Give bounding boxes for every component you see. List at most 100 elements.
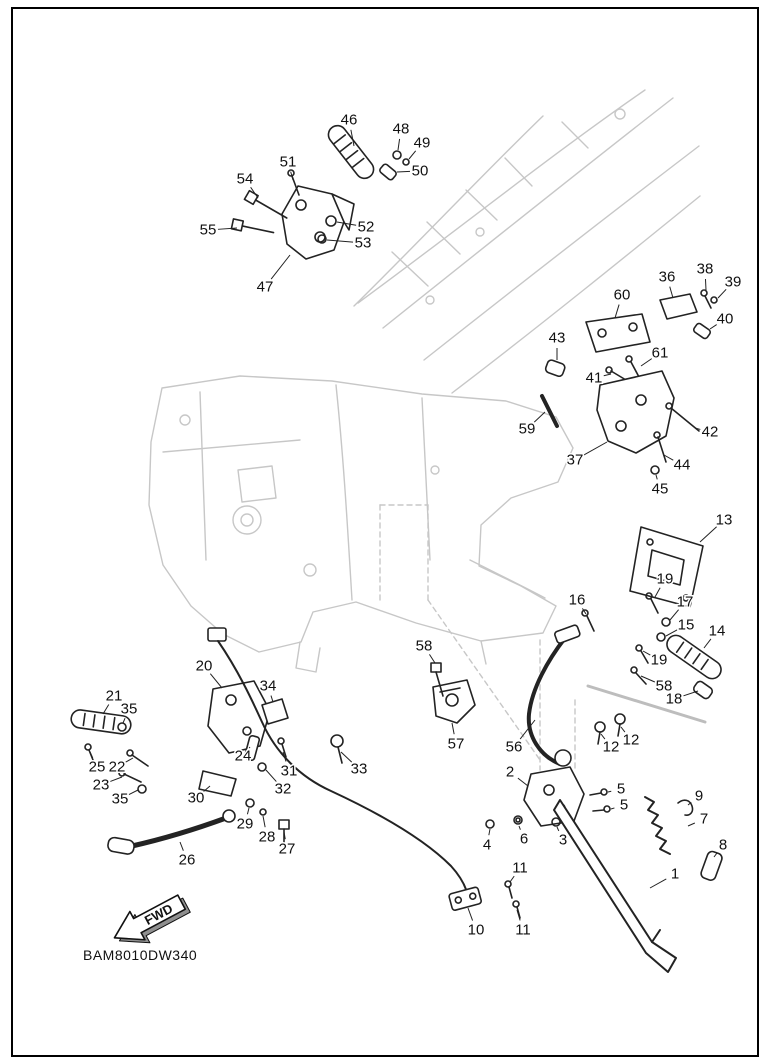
callout-leader-line xyxy=(687,801,692,806)
callout-leader-line xyxy=(518,825,521,830)
callout-leader-line xyxy=(203,785,211,792)
part-29-washer xyxy=(245,798,255,808)
callout-leader-line xyxy=(694,427,701,430)
callout-label-20: 20 xyxy=(196,658,213,675)
fwd-arrow: FWD xyxy=(113,894,191,944)
part-60-bracket xyxy=(585,313,651,353)
part-58-bolt-b xyxy=(630,666,647,685)
callout-label-33: 33 xyxy=(351,761,368,778)
part-28-washer xyxy=(259,808,267,816)
callout-label-47: 47 xyxy=(257,279,274,296)
callout-leader-line xyxy=(336,221,357,226)
callout-leader-line xyxy=(209,673,223,689)
callout-label-24: 24 xyxy=(235,748,252,765)
callout-leader-line xyxy=(669,609,679,621)
callout-label-38: 38 xyxy=(697,261,714,278)
callout-label-36: 36 xyxy=(659,269,676,286)
callout-leader-line xyxy=(516,909,521,921)
callout-leader-line xyxy=(488,828,491,836)
callout-label-32: 32 xyxy=(275,781,292,798)
callout-leader-line xyxy=(610,807,615,810)
part-12-rod-end-b xyxy=(614,713,626,737)
callout-leader-line xyxy=(607,790,612,793)
part-23-bolt xyxy=(118,769,142,783)
callout-label-35: 35 xyxy=(112,791,129,808)
callout-leader-line xyxy=(262,815,266,828)
callout-leader-line xyxy=(717,288,727,299)
part-32-washer xyxy=(257,762,267,772)
callout-label-35: 35 xyxy=(121,701,138,718)
callout-label-50: 50 xyxy=(412,163,429,180)
callout-leader-line xyxy=(704,278,707,291)
callout-label-58: 58 xyxy=(416,638,433,655)
callout-leader-line xyxy=(246,807,250,815)
callout-leader-line xyxy=(583,441,608,456)
part-44-bolt xyxy=(653,431,667,463)
callout-leader-line xyxy=(128,789,139,795)
callout-label-2: 2 xyxy=(506,764,514,781)
callout-leader-line xyxy=(290,171,294,181)
part-59-rod xyxy=(540,394,559,428)
part-53-bushing xyxy=(317,234,327,244)
callout-label-1: 1 xyxy=(671,866,679,883)
callout-label-37: 37 xyxy=(567,452,584,469)
callout-leader-line xyxy=(509,875,515,883)
callout-leader-line xyxy=(270,254,291,280)
part-1-side-stand xyxy=(553,799,677,973)
part-36-plate xyxy=(659,293,698,320)
callout-label-29: 29 xyxy=(237,816,254,833)
part-35-washer-b xyxy=(137,784,147,794)
part-16-bolt xyxy=(581,609,595,632)
part-37-bracket xyxy=(596,370,675,454)
callout-leader-line xyxy=(640,358,653,367)
callout-leader-line xyxy=(709,324,717,330)
callout-leader-line xyxy=(614,304,620,319)
callout-leader-line xyxy=(669,286,674,299)
callout-label-14: 14 xyxy=(709,623,726,640)
part-30-lever xyxy=(198,770,237,797)
callout-leader-line xyxy=(217,227,238,230)
part-10-switch xyxy=(448,886,482,911)
callout-label-9: 9 xyxy=(695,788,703,805)
parts-linework xyxy=(70,124,723,973)
callout-label-28: 28 xyxy=(259,829,276,846)
part-26-shift-pedal xyxy=(107,809,236,855)
callout-label-10: 10 xyxy=(468,922,485,939)
part-3-nut xyxy=(551,817,561,827)
part-34-plate xyxy=(261,698,289,725)
callout-label-5: 5 xyxy=(617,781,625,798)
callout-label-58: 58 xyxy=(656,678,673,695)
part-52-bushing xyxy=(325,215,337,227)
callout-label-26: 26 xyxy=(179,852,196,869)
part-15-nut xyxy=(656,632,666,642)
part-56-brake-pedal xyxy=(526,624,581,767)
callout-leader-line xyxy=(340,751,353,763)
part-38-bolt xyxy=(700,289,712,309)
part-17-washer xyxy=(661,617,671,627)
callout-leader-line xyxy=(665,629,678,637)
part-5-bolt-b xyxy=(592,805,611,813)
callout-label-11: 11 xyxy=(515,922,531,939)
callout-leader-line xyxy=(649,878,667,889)
part-43-damper xyxy=(544,359,566,378)
part-41-bolt xyxy=(605,366,627,381)
part-20-bracket xyxy=(207,680,271,754)
part-31-bolt xyxy=(277,737,287,758)
part-58-bolt-a xyxy=(430,662,444,697)
diagram-code: BAM8010DW340 xyxy=(83,947,198,963)
callout-leader-line xyxy=(102,704,110,715)
callout-label-3: 3 xyxy=(559,832,567,849)
part-45-washer xyxy=(650,465,660,475)
page-border xyxy=(11,7,759,1057)
cable xyxy=(217,640,469,897)
part-8-rubber xyxy=(700,850,723,881)
callout-label-60: 60 xyxy=(614,287,631,304)
frame-sketch xyxy=(148,89,707,771)
part-54-bolt xyxy=(243,189,288,219)
callout-leader-line xyxy=(397,138,401,151)
callout-label-15: 15 xyxy=(678,617,695,634)
callout-label-56: 56 xyxy=(506,739,523,756)
